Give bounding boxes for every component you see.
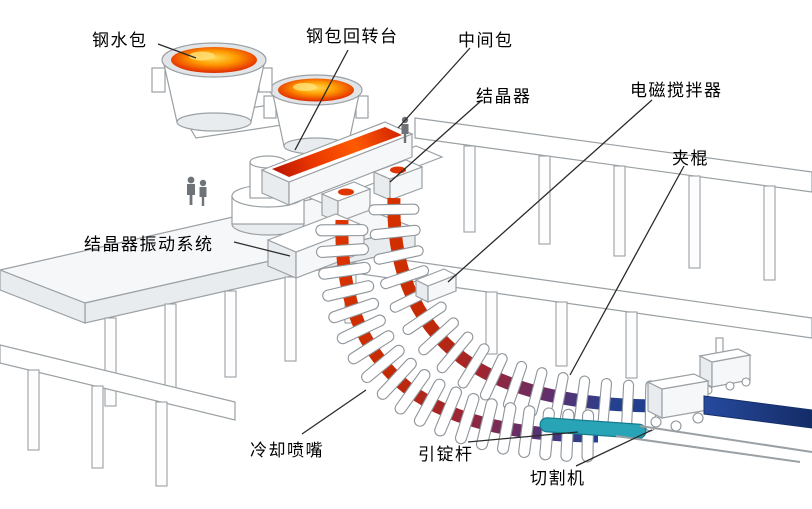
leader-line-stirrer: [447, 99, 653, 283]
strand-roller: [347, 330, 395, 365]
strand-roller: [560, 408, 575, 462]
leader-line-mold: [389, 99, 483, 183]
leader-line-dummy-bar: [467, 431, 579, 443]
upper-deck: [414, 117, 812, 281]
platform-structures: [0, 117, 812, 487]
leader-lines: [157, 43, 685, 467]
strand-roller: [413, 378, 446, 427]
strand-roller: [436, 331, 474, 374]
leader-line-oscillation: [233, 241, 291, 257]
worker-figure: [186, 176, 195, 205]
strand-roller: [380, 265, 430, 290]
label-cooling-nozzle: 冷却喷嘴: [250, 441, 324, 461]
strand-roller: [368, 203, 420, 216]
label-dummy-bar: 引锭杆: [418, 445, 474, 465]
strand-roller: [361, 344, 405, 384]
strand-roller: [454, 393, 480, 445]
label-pinch-roll: 夹棍: [672, 149, 709, 169]
cast-slab: [703, 395, 812, 429]
strand-roller: [418, 317, 459, 356]
strand-roller: [315, 243, 370, 259]
lower-left-floor: [0, 344, 236, 487]
strand-roller: [581, 409, 595, 463]
strand-roller: [479, 353, 508, 401]
strand-roller: [373, 245, 424, 265]
strand-roller: [369, 224, 421, 241]
strand-roller: [518, 405, 536, 458]
strand-roller: [328, 297, 380, 324]
leader-line-cutter: [575, 429, 653, 467]
label-turret: 钢包回转台: [306, 27, 399, 47]
strands: [315, 197, 663, 463]
label-oscillation: 结晶器振动系统: [84, 235, 214, 255]
leader-line-tundish: [397, 47, 471, 129]
ladle-rear: [263, 74, 369, 155]
ladle-front: [151, 42, 273, 132]
front-strand-rollers: [315, 224, 595, 463]
leader-line-ladle: [157, 43, 197, 59]
label-cutter: 切割机: [530, 469, 586, 489]
rear-strand-rollers: [368, 203, 657, 432]
strand-roller: [434, 386, 463, 437]
strand-roller: [475, 398, 498, 451]
strand-roller: [457, 343, 490, 389]
strand-roller: [376, 357, 417, 400]
worker-figure: [199, 179, 207, 206]
strand-roller: [318, 261, 371, 280]
strand-roller: [315, 224, 369, 237]
strand-roller: [394, 369, 431, 415]
strand-roller: [336, 314, 386, 345]
strand-roller: [402, 301, 447, 336]
label-ladle: 钢水包: [92, 31, 148, 51]
label-tundish: 中间包: [458, 31, 514, 51]
electromagnetic-stirrer-box: [414, 268, 458, 303]
leader-line-turret: [294, 49, 349, 151]
leader-line-cooling-nozzle: [301, 389, 367, 435]
cutter-cart-front: [646, 373, 710, 432]
label-mold: 结晶器: [476, 87, 532, 107]
steel-ladles: [151, 42, 369, 155]
leader-line-pinch-roll: [569, 165, 685, 376]
cutting-machine: [615, 337, 812, 463]
label-stirrer: 电磁搅拌器: [630, 81, 723, 101]
strand-roller: [322, 280, 375, 302]
strand-roller: [496, 402, 517, 455]
